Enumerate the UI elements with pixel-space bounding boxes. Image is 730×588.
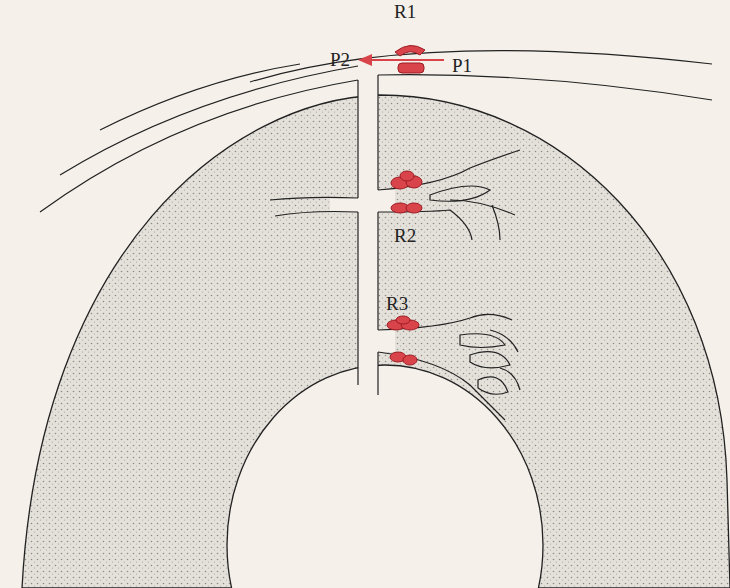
vessel-label: P2 [330,50,350,69]
vessel-label: P1 [452,56,472,75]
vessel-label: R3 [386,294,408,313]
vessel-label: R2 [394,226,416,245]
vessel-label: R1 [394,2,416,21]
